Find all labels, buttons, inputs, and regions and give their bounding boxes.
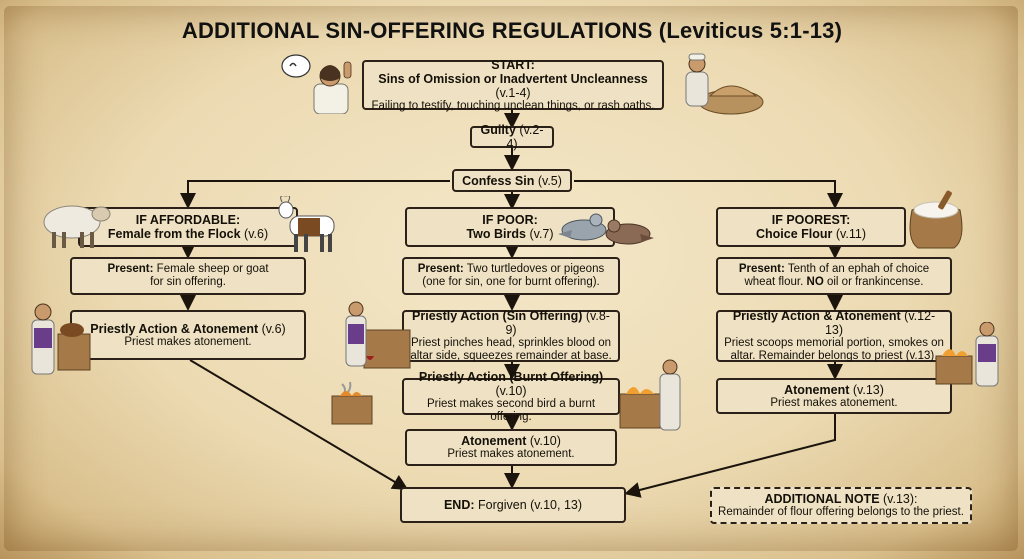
goat-icon: [278, 196, 335, 252]
affordable-action-ref: (v.6): [261, 321, 286, 336]
note-text: Remainder of flour offering belongs to t…: [718, 506, 964, 518]
poorest-present-node: Present: Tenth of an ephah of choice whe…: [716, 257, 952, 295]
diagram-title: ADDITIONAL SIN-OFFERING REGULATIONS (Lev…: [181, 18, 843, 43]
poorest-atonement-node: Atonement (v.13) Priest makes atonement.: [716, 378, 952, 414]
affordable-title: Female from the Flock: [107, 227, 241, 241]
poorest-action-title: Priestly Action & Atonement: [732, 309, 901, 323]
poorest-action-node: Priestly Action & Atonement (v.12-13) Pr…: [716, 309, 952, 362]
sheep-icon: [43, 205, 111, 248]
poor-atonement-node: Atonement (v.10) Priest makes atonement.: [405, 429, 617, 466]
priest-sin-offering-icon: [345, 301, 411, 369]
guilty-label: Guilty: [480, 123, 516, 137]
poor-atone-title: Atonement: [461, 434, 527, 448]
poorest-ref: (v.11): [835, 227, 866, 241]
poorest-title: Choice Flour: [756, 227, 833, 241]
affordable-present-text2: for sin offering.: [150, 276, 226, 288]
poorest-present-text1: Tenth of an ephah of choice: [787, 263, 930, 275]
altar-fire-icon: [331, 381, 373, 425]
poor-present-label: Present:: [417, 263, 464, 275]
thinking-man-icon: [281, 54, 352, 114]
poor-atone-text: Priest makes atonement.: [447, 448, 575, 460]
start-label: START:: [491, 57, 535, 72]
poor-burnt-action-node: Priestly Action (Burnt Offering) (v.10) …: [402, 370, 620, 423]
poor-burnt-ref: (v.10): [495, 383, 527, 398]
confess-label: Confess Sin: [462, 173, 535, 188]
poorest-action-text2-ref: (v.13).: [905, 350, 938, 362]
affordable-present-node: Present: Female sheep or goat for sin of…: [70, 257, 306, 295]
poorest-present-text2b: oil or frankincense.: [826, 276, 924, 288]
affordable-node: IF AFFORDABLE: Female from the Flock (v.…: [78, 207, 298, 247]
doves-icon: [558, 213, 654, 245]
affordable-ref: (v.6): [244, 227, 269, 241]
poor-present-text2: (one for sin, one for burnt offering).: [422, 276, 600, 288]
poor-sin-text2: altar side, squeezes remainder at base.: [410, 350, 612, 362]
poorest-node: IF POOREST: Choice Flour (v.11): [716, 207, 906, 247]
start-title: Sins of Omission or Inadvertent Uncleann…: [378, 71, 648, 86]
note-ref: (v.13):: [883, 492, 918, 506]
poorest-action-text2: altar. Remainder belongs to priest: [730, 350, 903, 362]
affordable-header: IF AFFORDABLE:: [135, 213, 241, 227]
poor-atone-ref: (v.10): [529, 434, 561, 448]
priest-flour-offering-icon: [935, 322, 999, 387]
affordable-action-title: Priestly Action & Atonement: [90, 321, 259, 336]
poor-sin-action-node: Priestly Action (Sin Offering) (v.8-9) P…: [402, 309, 620, 362]
poorest-present-no: NO: [806, 276, 824, 288]
note-title: ADDITIONAL NOTE: [764, 492, 880, 506]
affordable-present-label: Present:: [107, 263, 154, 275]
start-node: START: Sins of Omission or Inadvertent U…: [362, 57, 664, 112]
affordable-present-text1: Female sheep or goat: [156, 263, 269, 275]
poorest-atone-ref: (v.13): [852, 382, 884, 397]
poor-burnt-text: Priest makes second bird a burnt offerin…: [426, 397, 596, 423]
poorest-action-ref: (v.12-13): [824, 309, 936, 337]
guilty-ref: (v.2-4): [506, 123, 544, 151]
poor-burnt-title: Priestly Action (Burnt Offering): [418, 369, 604, 384]
poorest-header: IF POOREST:: [771, 213, 851, 227]
poor-sin-text1: Priest pinches head, sprinkles blood on: [410, 337, 612, 349]
poorest-present-label: Present:: [738, 263, 785, 275]
poor-present-node: Present: Two turtledoves or pigeons (one…: [402, 257, 620, 295]
poor-header: IF POOR:: [482, 213, 538, 227]
confess-node: Confess Sin (v.5): [452, 169, 572, 192]
poor-ref: (v.7): [529, 227, 554, 241]
affordable-action-text: Priest makes atonement.: [124, 335, 252, 348]
guilty-node: Guilty (v.2-4): [470, 123, 554, 151]
confess-ref: (v.5): [537, 173, 562, 188]
start-ref: (v.1-4): [495, 85, 531, 100]
priest-burnt-offering-icon: [619, 359, 681, 431]
poorest-atone-title: Atonement: [784, 382, 850, 397]
poor-sin-title: Priestly Action (Sin Offering): [412, 309, 583, 323]
end-label: END:: [443, 498, 475, 512]
poorest-present-text2a: wheat flour.: [744, 276, 804, 288]
priest-cloth-icon: [685, 53, 764, 115]
end-text: Forgiven: [478, 498, 527, 512]
poorest-atone-text: Priest makes atonement.: [770, 396, 898, 409]
priest-altar-icon: [31, 303, 91, 375]
flour-sack-icon: [909, 190, 963, 249]
additional-note: ADDITIONAL NOTE (v.13): Remainder of flo…: [710, 487, 972, 524]
end-node: END: Forgiven (v.10, 13): [400, 487, 626, 523]
start-description: Failing to testify, touching unclean thi…: [371, 99, 655, 112]
poorest-action-text1: Priest scoops memorial portion, smokes o…: [724, 337, 944, 349]
poor-present-text1: Two turtledoves or pigeons: [466, 263, 605, 275]
poor-title: Two Birds: [466, 227, 526, 241]
affordable-action-node: Priestly Action & Atonement (v.6) Priest…: [70, 310, 306, 360]
poor-sin-ref: (v.8-9): [505, 309, 610, 337]
end-ref: (v.10, 13): [530, 498, 583, 512]
